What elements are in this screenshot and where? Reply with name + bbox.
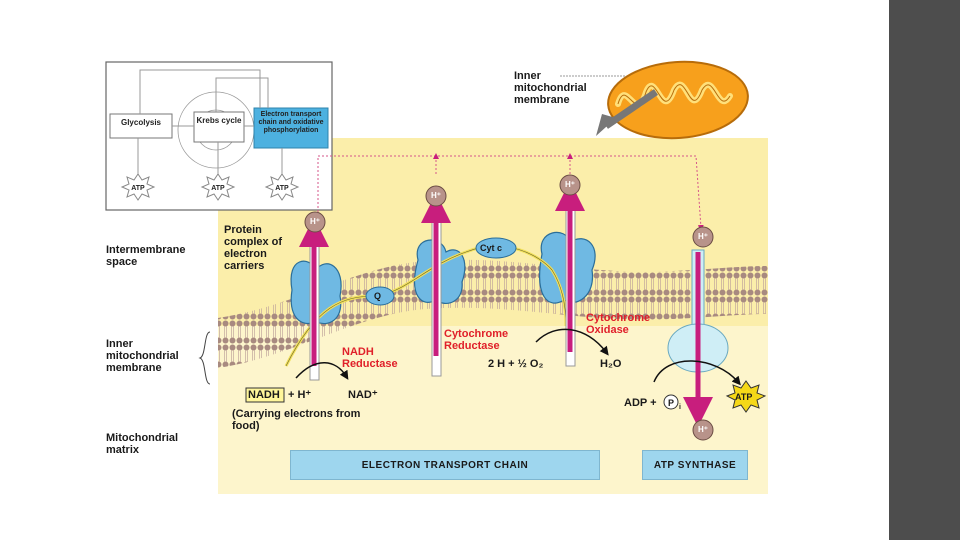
atp-burst-icons xyxy=(120,173,300,201)
overview-krebs: Krebs cycle xyxy=(196,116,242,125)
h-plus-circles xyxy=(304,174,714,441)
pi-label: P xyxy=(668,398,675,408)
water-label: H₂O xyxy=(600,358,622,370)
nadh-reductase-label: NADH Reductase xyxy=(342,346,398,370)
overview-glycolysis: Glycolysis xyxy=(120,118,162,127)
cytochrome-reductase-label: Cytochrome Reductase xyxy=(444,328,509,352)
h-plus-5: H⁺ xyxy=(698,425,708,434)
nad-label: NAD⁺ xyxy=(348,389,378,401)
left-label-area xyxy=(96,216,218,494)
overview-atp-2: ATP xyxy=(211,185,225,192)
nadh-label: NADH xyxy=(248,389,280,401)
inner-membrane-label: Inner mitochondrial membrane xyxy=(106,338,179,374)
cyt-c-carrier xyxy=(475,237,517,259)
atp-label: ATP xyxy=(735,392,753,402)
h-plus-2: H⁺ xyxy=(431,191,441,200)
q-carrier xyxy=(365,286,395,306)
etc-figure: Glycolysis Krebs cycle Electron transpor… xyxy=(96,56,768,494)
mitochondrion-icon xyxy=(607,60,749,140)
etc-box: ELECTRON TRANSPORT CHAIN xyxy=(290,450,600,480)
plus-h-label: + H⁺ xyxy=(288,389,312,401)
overview-etc-box xyxy=(253,107,329,149)
pi-circle xyxy=(663,394,679,410)
callout-arrow xyxy=(604,89,658,129)
q-label: Q xyxy=(374,291,382,301)
overview-atp-3: ATP xyxy=(275,185,289,192)
matrix-label: Mitochondrial matrix xyxy=(106,432,179,456)
nadh-box xyxy=(245,387,285,403)
membrane-brace xyxy=(198,331,211,385)
atp-burst-icon xyxy=(725,380,767,413)
h-plus-1: H⁺ xyxy=(310,217,320,226)
overview-atp-1: ATP xyxy=(131,185,145,192)
cyt-c-label: Cyt c xyxy=(480,243,503,253)
protein-complex-label: Protein complex of electron carriers xyxy=(224,224,283,272)
h-plus-4: H⁺ xyxy=(698,232,708,241)
carrying-label: (Carrying electrons from food) xyxy=(232,408,361,432)
oxygen-equation: 2 H + ½ O₂ xyxy=(488,358,544,370)
intermembrane-space-label: Intermembrane space xyxy=(106,244,186,268)
side-band xyxy=(889,0,960,540)
atp-synthase-box: ATP SYNTHASE xyxy=(642,450,748,480)
h-plus-3: H⁺ xyxy=(565,180,575,189)
membrane-band xyxy=(218,259,768,368)
overview-etc: Electron transport chain and oxidative p… xyxy=(258,111,324,134)
pi-subscript: i xyxy=(679,404,681,411)
adp-label: ADP + xyxy=(624,397,657,409)
inner-membrane-callout: Inner mitochondrial membrane xyxy=(514,70,587,106)
cytochrome-oxidase-label: Cytochrome Oxidase xyxy=(586,312,651,336)
diagram-canvas xyxy=(96,60,768,494)
